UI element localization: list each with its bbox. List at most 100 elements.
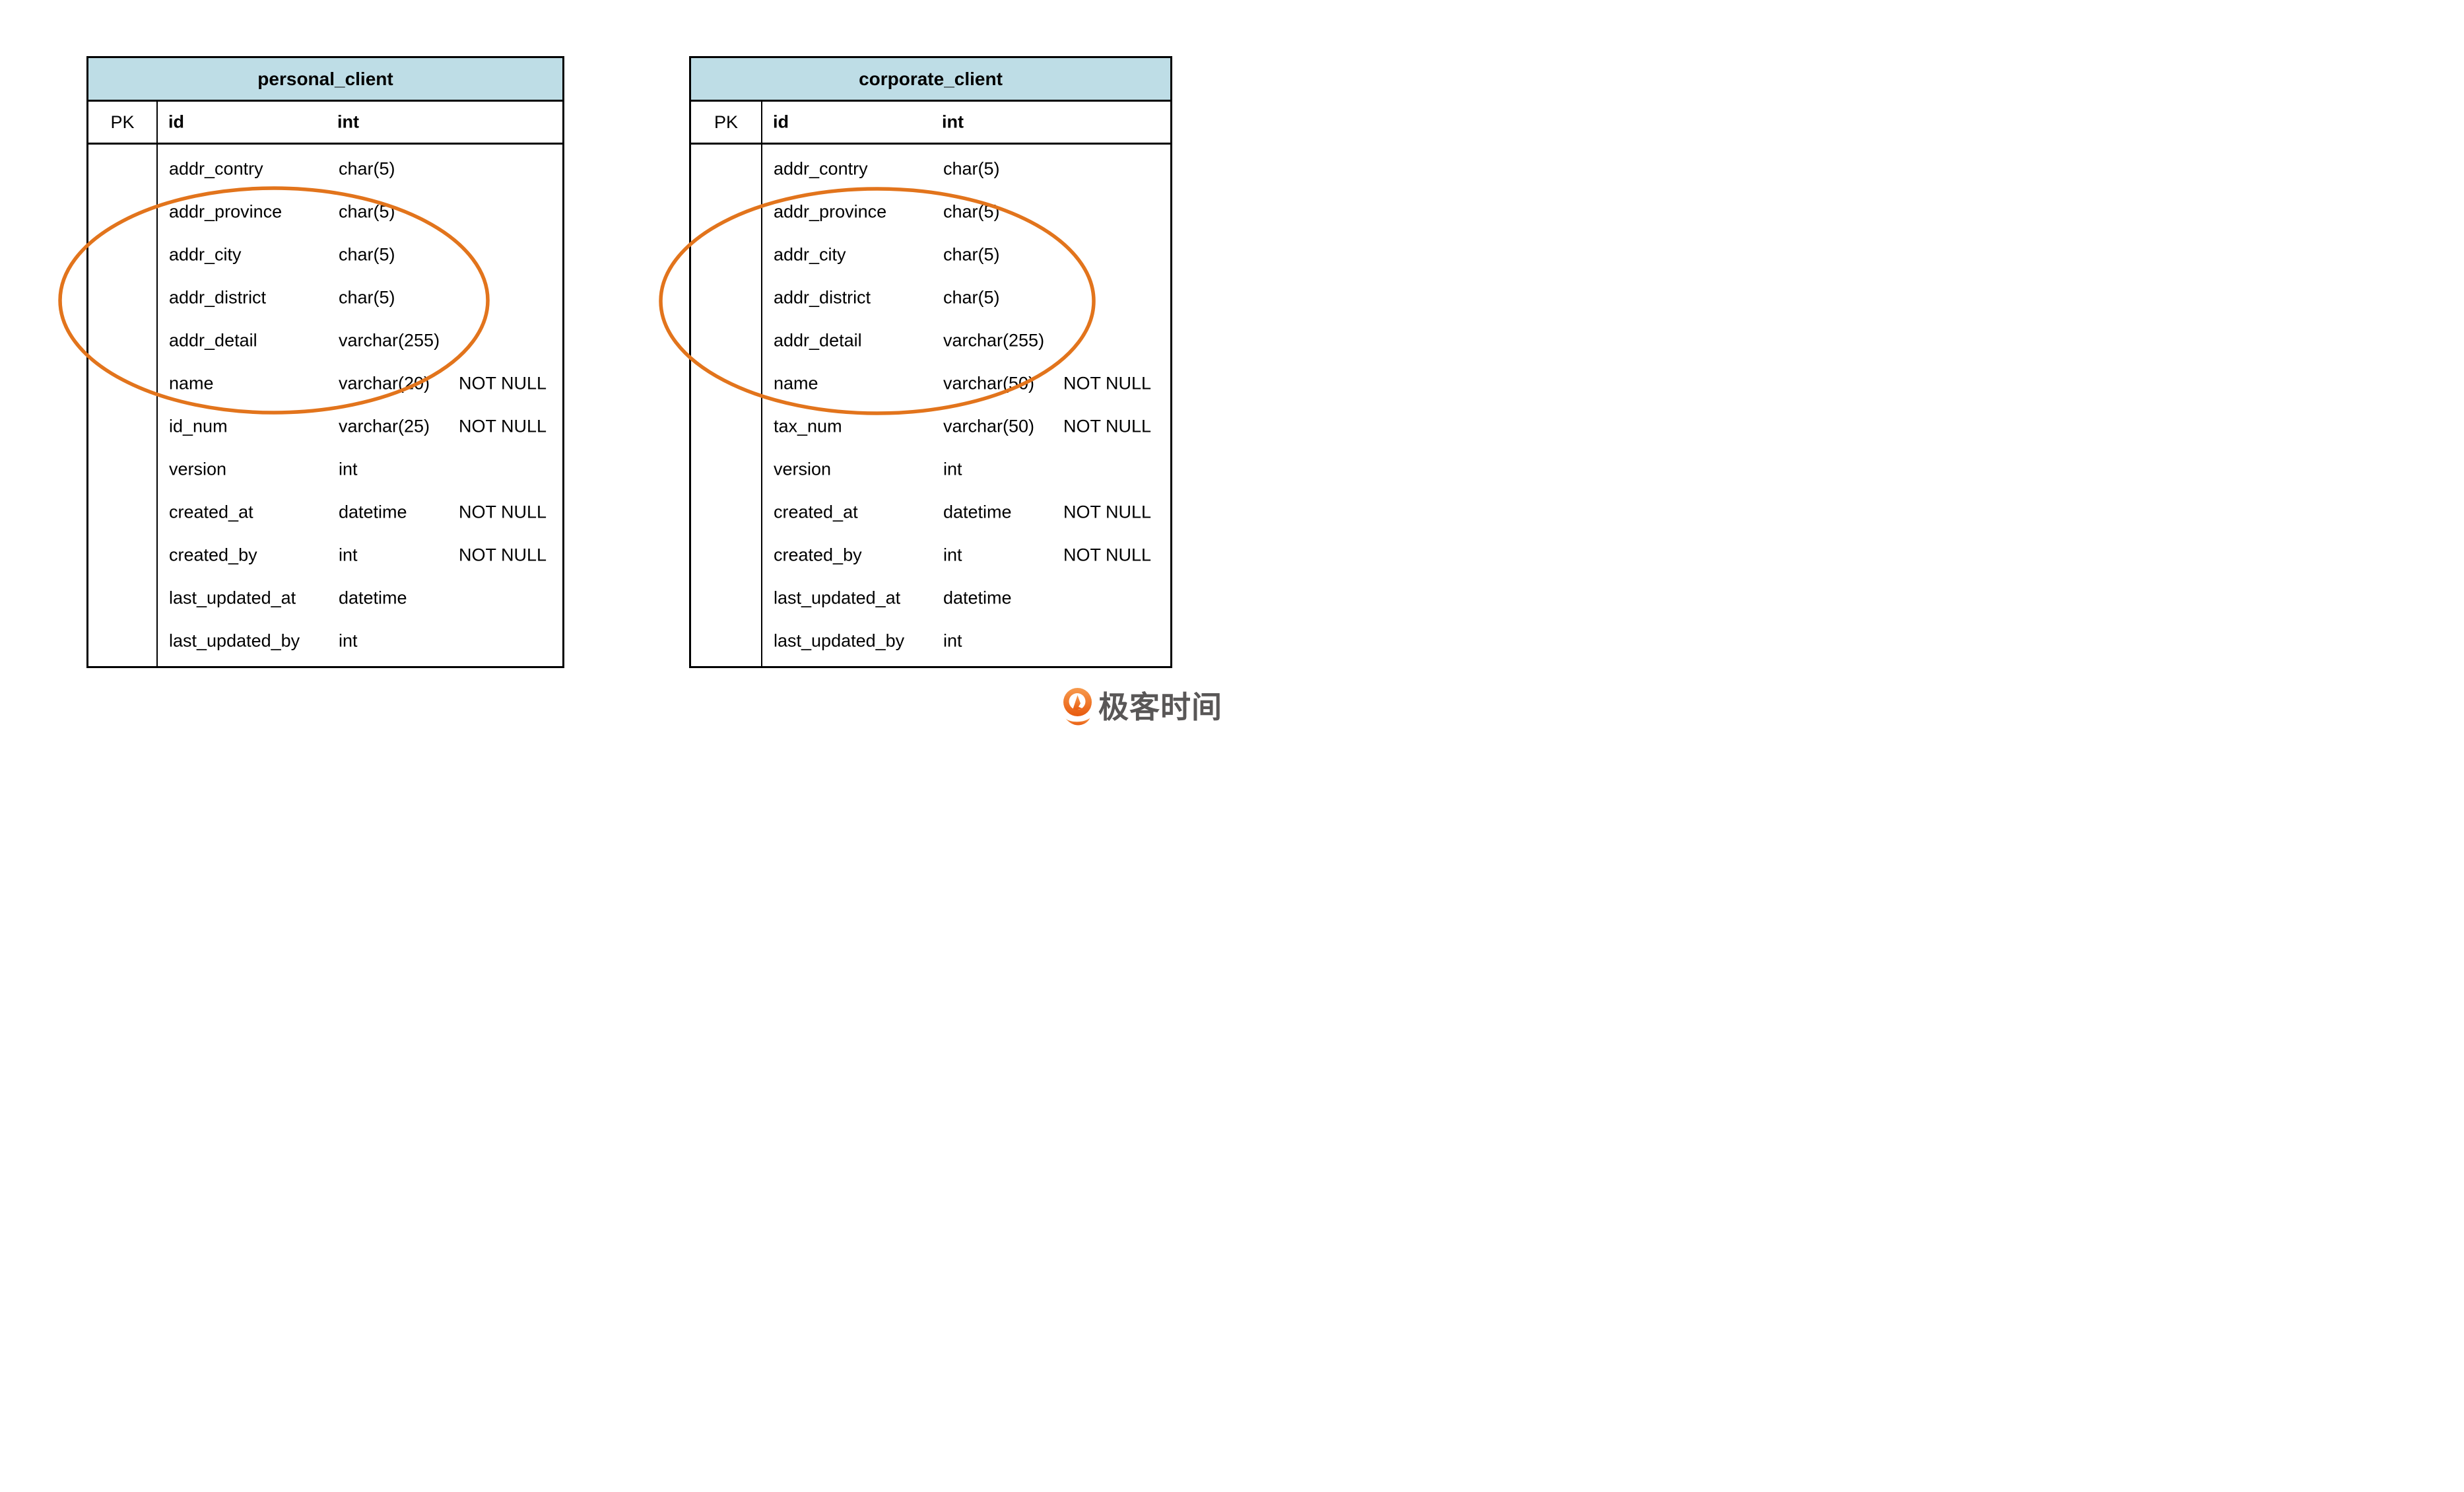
table-title: corporate_client	[859, 68, 1003, 89]
field-name: last_updated_at	[774, 588, 901, 607]
table-row: last_updated_by int	[762, 619, 1170, 662]
field-type: datetime	[943, 588, 1012, 607]
field-type: char(5)	[943, 287, 1000, 307]
field-type: varchar(25)	[339, 416, 430, 436]
table-row: addr_contry char(5)	[762, 147, 1170, 190]
field-constraint: NOT NULL	[459, 545, 547, 564]
field-type: char(5)	[943, 201, 1000, 221]
field-name: last_updated_by	[774, 630, 905, 650]
field-name: name	[169, 373, 214, 393]
field-type: char(5)	[943, 158, 1000, 178]
field-name: version	[169, 459, 227, 479]
field-constraint: NOT NULL	[1063, 502, 1152, 522]
field-type: datetime	[943, 502, 1012, 522]
field-constraint: NOT NULL	[1063, 373, 1152, 393]
field-name: addr_province	[169, 201, 283, 221]
table-row: addr_district char(5)	[158, 276, 562, 319]
field-name: addr_province	[774, 201, 887, 221]
field-type: int	[943, 630, 962, 650]
geektime-logo: 极客时间	[1063, 688, 1222, 726]
field-type: int	[943, 545, 962, 564]
field-type: datetime	[339, 502, 407, 522]
field-constraint: NOT NULL	[1063, 545, 1152, 564]
table-header: personal_client	[88, 58, 562, 102]
field-name: addr_detail	[169, 330, 257, 350]
pk-field: id int	[158, 102, 562, 143]
geektime-logo-text: 极客时间	[1098, 689, 1222, 724]
field-type: varchar(50)	[943, 373, 1035, 393]
table-row: id_num varchar(25) NOT NULL	[158, 405, 562, 448]
field-name: id	[773, 112, 789, 132]
field-name: addr_city	[774, 244, 846, 264]
table-row: addr_detail varchar(255)	[158, 319, 562, 362]
table-row: last_updated_at datetime	[762, 576, 1170, 619]
field-name: addr_district	[169, 287, 267, 307]
field-name: addr_detail	[774, 330, 862, 350]
field-constraint: NOT NULL	[1063, 416, 1152, 436]
table-row: addr_district char(5)	[762, 276, 1170, 319]
field-type: char(5)	[339, 287, 395, 307]
field-name: name	[774, 373, 818, 393]
field-type: int	[339, 545, 358, 564]
field-type: varchar(255)	[339, 330, 440, 350]
pk-column-spacer	[691, 145, 762, 666]
table-row: version int	[158, 448, 562, 491]
field-name: addr_district	[774, 287, 871, 307]
table-row: created_at datetime NOT NULL	[158, 491, 562, 533]
field-type: int	[339, 459, 358, 479]
table-row: last_updated_by int	[158, 619, 562, 662]
field-type: varchar(20)	[339, 373, 430, 393]
field-type: char(5)	[339, 201, 395, 221]
table-row: created_at datetime NOT NULL	[762, 491, 1170, 533]
table-row: last_updated_at datetime	[158, 576, 562, 619]
field-type: char(5)	[339, 158, 395, 178]
table-row: addr_city char(5)	[762, 233, 1170, 276]
field-name: created_at	[169, 502, 253, 522]
field-constraint: NOT NULL	[459, 416, 547, 436]
geektime-pin-icon	[1063, 688, 1092, 726]
table-row: created_by int NOT NULL	[158, 533, 562, 576]
table-row: addr_province char(5)	[762, 190, 1170, 233]
table-row: name varchar(20) NOT NULL	[158, 362, 562, 405]
table-header: corporate_client	[691, 58, 1170, 102]
table-row: addr_detail varchar(255)	[762, 319, 1170, 362]
field-name: created_at	[774, 502, 858, 522]
field-type: datetime	[339, 588, 407, 607]
field-name: tax_num	[774, 416, 842, 436]
field-constraint: NOT NULL	[459, 373, 547, 393]
table-row: addr_contry char(5)	[158, 147, 562, 190]
field-name: last_updated_at	[169, 588, 296, 607]
field-name: id_num	[169, 416, 228, 436]
field-name: addr_contry	[774, 158, 868, 178]
field-name: version	[774, 459, 832, 479]
table-row: version int	[762, 448, 1170, 491]
field-type: varchar(255)	[943, 330, 1045, 350]
field-type: int	[337, 112, 359, 132]
field-type: char(5)	[339, 244, 395, 264]
field-type: varchar(50)	[943, 416, 1035, 436]
pk-field: id int	[762, 102, 1170, 143]
field-type: int	[943, 459, 962, 479]
field-name: addr_contry	[169, 158, 263, 178]
table-row: tax_num varchar(50) NOT NULL	[762, 405, 1170, 448]
pk-label: PK	[88, 102, 158, 143]
field-type: char(5)	[943, 244, 1000, 264]
field-name: last_updated_by	[169, 630, 300, 650]
table-title: personal_client	[257, 68, 393, 89]
field-constraint: NOT NULL	[459, 502, 547, 522]
primary-key-row: PK id int	[88, 102, 562, 145]
pk-label: PK	[691, 102, 762, 143]
field-name: created_by	[169, 545, 257, 564]
table-row: name varchar(50) NOT NULL	[762, 362, 1170, 405]
pk-column-spacer	[88, 145, 158, 666]
field-type: int	[339, 630, 358, 650]
